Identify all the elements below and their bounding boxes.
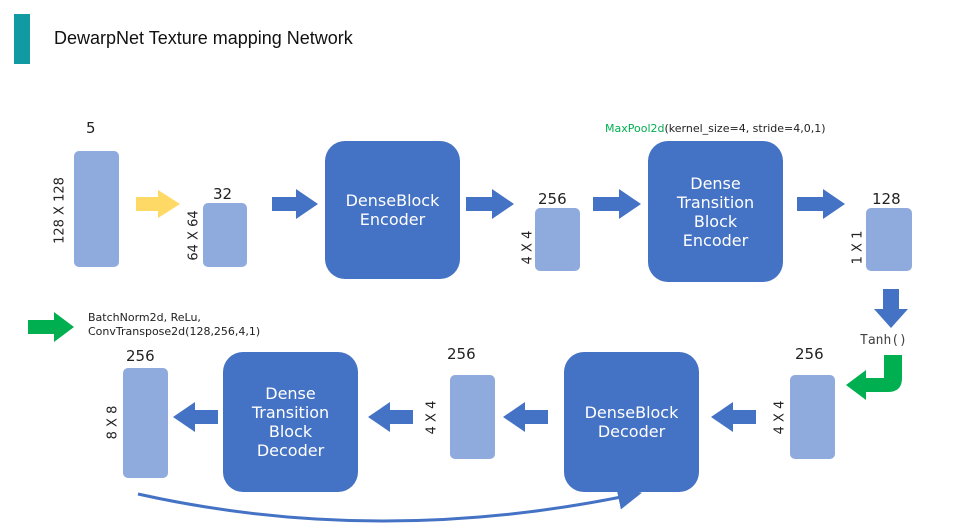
legend-green-arrow-icon [28,312,74,342]
final-out-tensor [123,368,168,478]
arrow-right-icon [272,189,318,219]
conv-out-channels-label: 32 [213,185,233,203]
enc-out-channels-label: 256 [538,190,567,208]
dense-transition-block-decoder: Dense Transition Block Decoder [223,352,358,492]
legend-line-1: BatchNorm2d, ReLu, [88,311,201,324]
denseblock-decoder: DenseBlock Decoder [564,352,699,492]
maxpool-fn: MaxPool2d [605,122,665,135]
dec-out-tensor [450,375,495,459]
arrow-right-icon [797,189,845,219]
input-tensor [74,151,119,267]
enc-out-tensor [535,208,580,271]
up-out-size-label: 4 X 4 [772,400,788,435]
bottleneck-tensor [866,208,912,271]
legend-line-2: ConvTranspose2d(128,256,4,1) [88,325,261,338]
conv-out-size-label: 64 X 64 [186,210,202,261]
page-title: DewarpNet Texture mapping Network [54,28,353,48]
conv-out-tensor [203,203,247,267]
arrow-right-icon [466,189,514,219]
arrow-left-icon [173,402,218,432]
dense-transition-block-encoder: Dense Transition Block Encoder [648,141,783,282]
up-out-channels-label: 256 [795,345,824,363]
input-channels-label: 5 [86,119,96,137]
up-out-tensor [790,375,835,459]
arrow-left-icon [503,402,548,432]
final-out-size-label: 8 X 8 [105,405,121,440]
dec-out-channels-label: 256 [447,345,476,363]
bottleneck-size-label: 1 X 1 [850,230,866,265]
arrow-left-icon [711,402,756,432]
maxpool-note: MaxPool2d(kernel_size=4, stride=4,0,1) [605,122,826,135]
yellow-arrow-icon [136,190,180,218]
arrow-down-icon [874,289,908,328]
final-out-channels-label: 256 [126,347,155,365]
arrow-right-icon [593,189,641,219]
arrow-left-icon [368,402,413,432]
input-size-label: 128 X 128 [52,177,68,244]
bottleneck-channels-label: 128 [872,190,901,208]
tanh-label: Tanh() [860,333,907,348]
maxpool-args: (kernel_size=4, stride=4,0,1) [664,122,826,135]
title-accent-bar [14,14,30,64]
green-curved-arrow-icon [846,355,902,400]
denseblock-encoder: DenseBlock Encoder [325,141,460,279]
enc-out-size-label: 4 X 4 [520,230,536,265]
dec-out-size-label: 4 X 4 [424,400,440,435]
skip-connection-arrow-icon [137,485,642,523]
